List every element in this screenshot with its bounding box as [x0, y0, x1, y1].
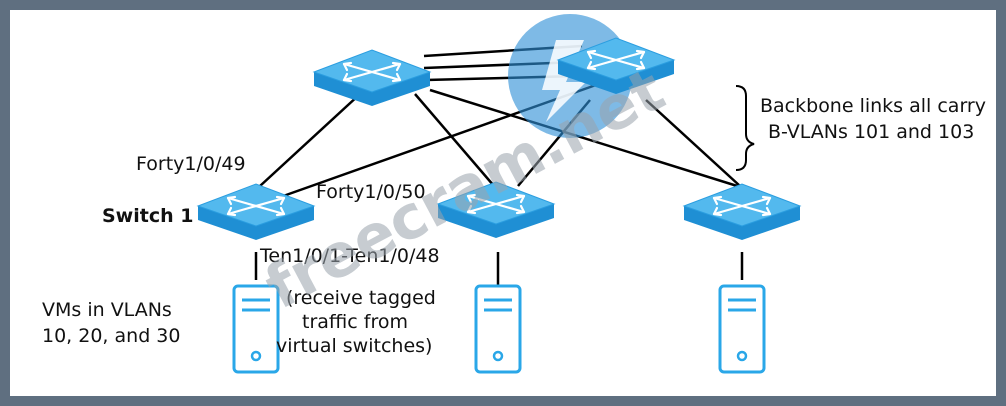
switch1-label: Switch 1 — [102, 205, 193, 227]
receive-label-1: (receive tagged — [286, 287, 436, 309]
receive-label-3: virtual switches) — [276, 335, 432, 357]
link-core1-sw2 — [414, 93, 495, 187]
link-core1-sw1 — [259, 93, 361, 187]
ten-ports-label: Ten1/0/1-Ten1/0/48 — [259, 245, 440, 267]
link-core2-sw3 — [645, 99, 741, 187]
network-diagram: Forty1/0/49 Forty1/0/50 Switch 1 Ten1/0/… — [10, 10, 996, 396]
access-switch-3 — [682, 182, 802, 242]
forty49-label: Forty1/0/49 — [136, 153, 246, 175]
server-3-icon — [718, 284, 766, 374]
server-2-icon — [474, 284, 522, 374]
backbone-label-1: Backbone links all carry — [760, 95, 986, 117]
core-switch-1 — [312, 48, 432, 108]
vms-label-1: VMs in VLANs — [42, 299, 172, 321]
server-1-icon — [232, 284, 280, 374]
receive-label-2: traffic from — [302, 311, 408, 333]
vms-label-2: 10, 20, and 30 — [42, 325, 180, 347]
backbone-label-2: B-VLANs 101 and 103 — [768, 121, 974, 143]
backbone-brace — [735, 85, 755, 171]
forty50-label: Forty1/0/50 — [316, 181, 426, 203]
link-core1-sw3 — [429, 88, 751, 192]
diagram-svg: Forty1/0/49 Forty1/0/50 Switch 1 Ten1/0/… — [42, 14, 986, 374]
